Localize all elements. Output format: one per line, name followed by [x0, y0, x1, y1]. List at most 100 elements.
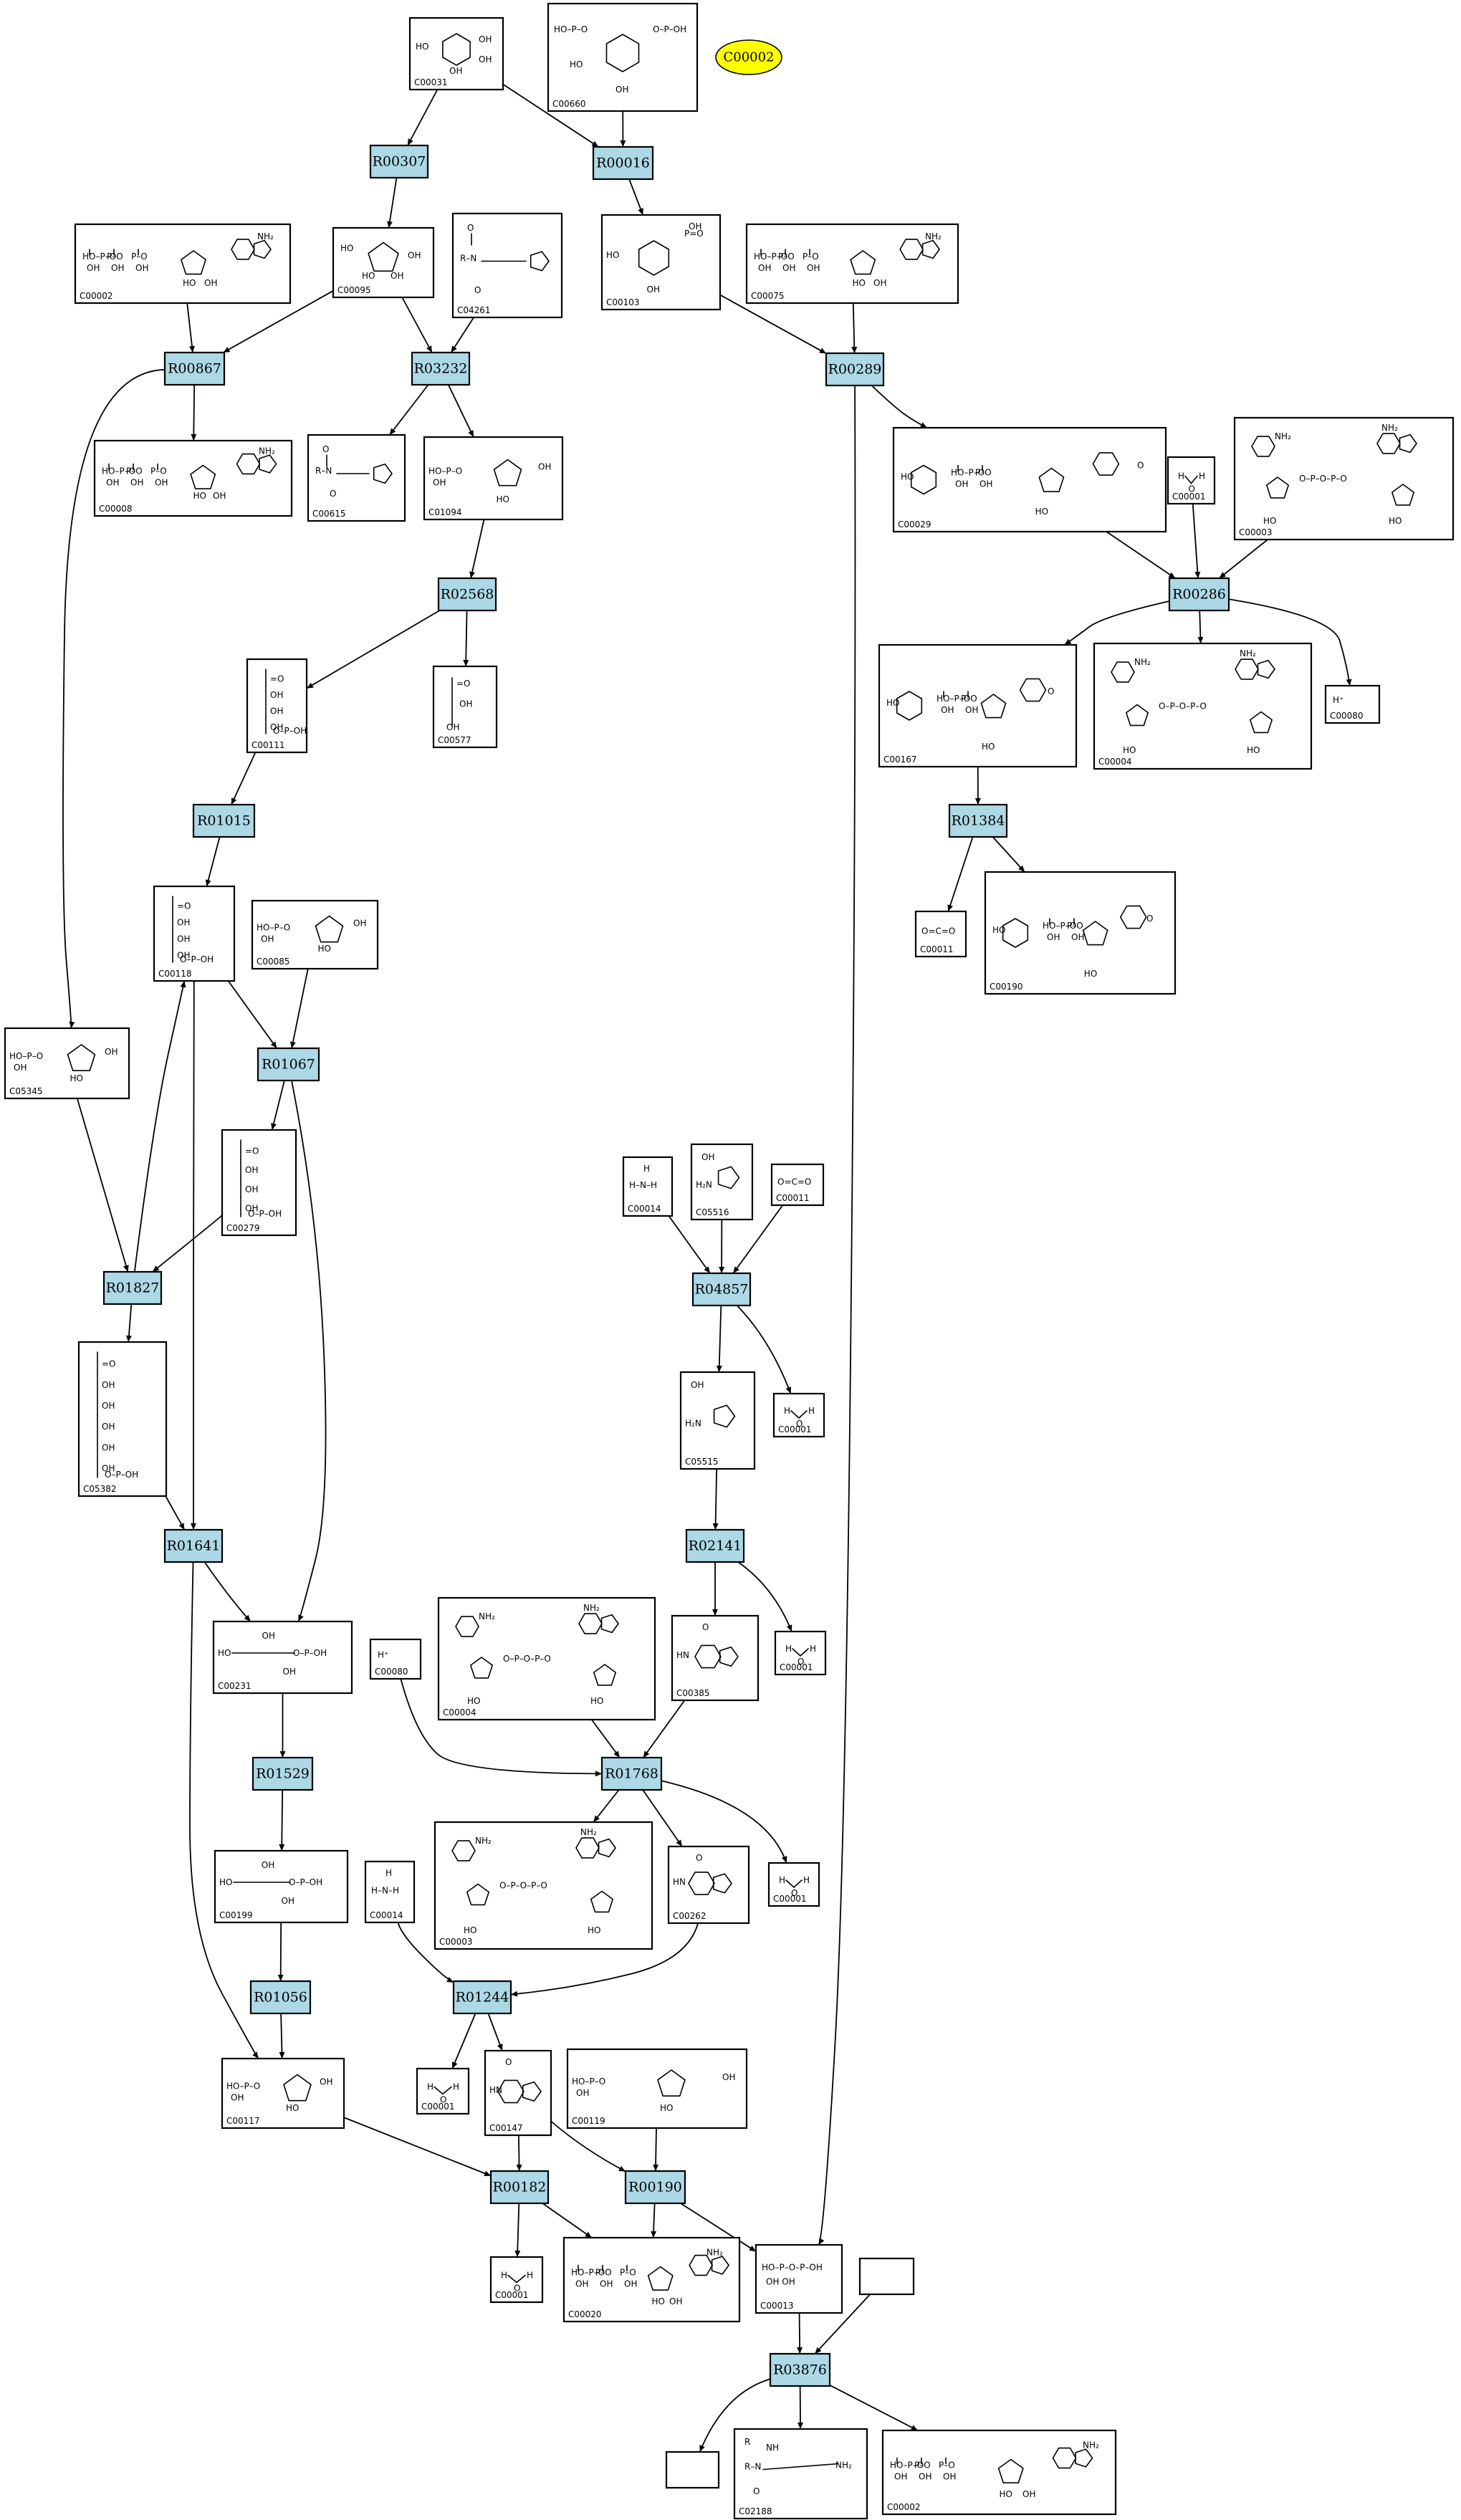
svg-text:O: O	[505, 2057, 512, 2067]
structure-sketch: O=C=O	[777, 1177, 811, 1187]
edge-C00014b-R01244	[397, 1922, 454, 1983]
reaction-node[interactable]: R01244	[452, 1980, 512, 2015]
svg-text:OH: OH	[479, 54, 492, 64]
svg-text:OH: OH	[701, 1152, 714, 1162]
reaction-node[interactable]: R00190	[624, 2170, 686, 2205]
compound-node[interactable]: H⁺C00080	[369, 1638, 422, 1680]
structure-sketch: OHN	[489, 2057, 542, 2104]
reaction-node[interactable]: R01768	[600, 1756, 663, 1791]
reaction-node[interactable]: R03876	[769, 2352, 831, 2387]
svg-text:P–O: P–O	[126, 466, 143, 476]
compound-label: C00001	[1172, 492, 1206, 502]
reaction-node[interactable]: R00289	[825, 352, 885, 387]
svg-text:O: O	[514, 2284, 520, 2294]
compound-node[interactable]	[665, 2450, 720, 2489]
svg-text:HO: HO	[286, 2103, 299, 2113]
reaction-node[interactable]: R01056	[249, 1980, 312, 2015]
compound-label: C00577	[438, 735, 471, 745]
reaction-node[interactable]: R01067	[257, 1047, 320, 1082]
svg-text:HO–P–O: HO–P–O	[428, 466, 462, 476]
reaction-label: R00016	[596, 155, 650, 171]
svg-text:HO–P–O: HO–P–O	[572, 2076, 605, 2087]
compound-label: C00199	[219, 1910, 253, 1920]
reaction-node[interactable]: R02568	[437, 577, 497, 612]
edge-R00190-C00020	[651, 2203, 657, 2238]
reaction-node[interactable]: R00286	[1168, 577, 1230, 612]
reaction-node[interactable]: R01827	[102, 1270, 163, 1305]
reaction-node[interactable]: R01384	[948, 803, 1008, 838]
compound-node[interactable]: H⁺C00080	[1324, 684, 1381, 724]
svg-text:P–O: P–O	[939, 2461, 955, 2471]
svg-text:NH₂: NH₂	[1134, 657, 1151, 667]
reaction-node[interactable]: R03232	[411, 351, 471, 386]
reaction-node[interactable]: R02141	[685, 1528, 745, 1563]
reaction-node[interactable]: R01641	[163, 1528, 224, 1563]
compound-node[interactable]	[858, 2257, 915, 2296]
reaction-node[interactable]: R00307	[369, 144, 429, 179]
reaction-node[interactable]: R00867	[163, 351, 226, 386]
svg-text:H₂N: H₂N	[696, 1180, 712, 1190]
reaction-node[interactable]: R04857	[691, 1272, 752, 1307]
reaction-node[interactable]: R00016	[592, 145, 654, 181]
reaction-label: R01529	[256, 1766, 310, 1782]
reaction-node[interactable]: R01529	[252, 1756, 314, 1791]
compound-label: C00001	[780, 1662, 813, 1672]
structure-sketch: OR–NO	[315, 444, 393, 499]
reaction-node[interactable]: R00182	[489, 2170, 550, 2205]
highlight-compound[interactable]: C00002	[715, 39, 782, 75]
reaction-label: R02141	[689, 1538, 742, 1554]
svg-text:OH: OH	[135, 263, 148, 273]
reaction-node[interactable]: R01015	[192, 803, 256, 838]
svg-text:O=C=O: O=C=O	[921, 926, 955, 936]
svg-text:P–O: P–O	[961, 694, 977, 704]
edge-R01641-C00231	[203, 1561, 252, 1622]
